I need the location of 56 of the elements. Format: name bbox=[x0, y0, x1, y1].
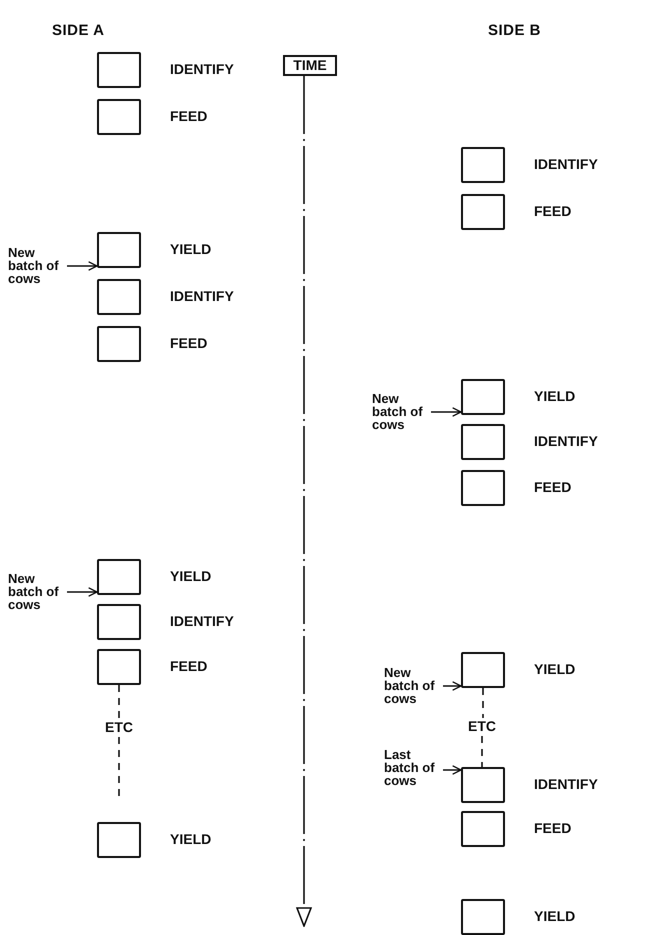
side-heading: SIDE A bbox=[52, 22, 104, 39]
step-box bbox=[97, 649, 141, 685]
step-label: FEED bbox=[534, 204, 572, 219]
step-label: IDENTIFY bbox=[170, 614, 234, 629]
step-box bbox=[97, 822, 141, 858]
step-label: IDENTIFY bbox=[170, 62, 234, 77]
step-box bbox=[461, 424, 505, 460]
step-box bbox=[461, 652, 505, 688]
step-label: FEED bbox=[170, 336, 208, 351]
step-box bbox=[461, 767, 505, 803]
step-label: IDENTIFY bbox=[534, 434, 598, 449]
batch-note: New batch of cows bbox=[8, 572, 70, 611]
step-label: IDENTIFY bbox=[534, 157, 598, 172]
batch-note: Last batch of cows bbox=[384, 748, 446, 787]
time-label-box: TIME bbox=[283, 55, 337, 76]
arrow bbox=[67, 587, 98, 597]
step-label: YIELD bbox=[170, 242, 212, 257]
batch-note: New batch of cows bbox=[8, 246, 70, 285]
side-heading: SIDE B bbox=[488, 22, 542, 39]
batch-note: New batch of cows bbox=[384, 666, 446, 705]
time-axis-arrow bbox=[296, 76, 312, 927]
step-label: FEED bbox=[534, 821, 572, 836]
step-label: FEED bbox=[170, 109, 208, 124]
dashed-connector bbox=[482, 688, 484, 718]
step-box bbox=[97, 279, 141, 315]
step-box bbox=[461, 147, 505, 183]
batch-note: New batch of cows bbox=[372, 392, 434, 431]
step-label: YIELD bbox=[534, 662, 576, 677]
step-box bbox=[461, 379, 505, 415]
arrow bbox=[67, 261, 98, 271]
step-label: YIELD bbox=[534, 389, 576, 404]
step-box bbox=[97, 326, 141, 362]
step-box bbox=[97, 52, 141, 88]
step-box bbox=[97, 604, 141, 640]
step-label: YIELD bbox=[170, 832, 212, 847]
step-box bbox=[461, 811, 505, 847]
step-label: FEED bbox=[170, 659, 208, 674]
arrow bbox=[443, 765, 462, 775]
dashed-connector bbox=[118, 685, 120, 719]
step-box bbox=[461, 470, 505, 506]
arrow bbox=[443, 681, 462, 691]
step-box bbox=[461, 899, 505, 935]
step-label: YIELD bbox=[170, 569, 212, 584]
step-box bbox=[97, 559, 141, 595]
step-label: IDENTIFY bbox=[170, 289, 234, 304]
arrow bbox=[431, 407, 462, 417]
step-box bbox=[97, 232, 141, 268]
etc-text: ETC bbox=[103, 720, 135, 735]
step-label: IDENTIFY bbox=[534, 777, 598, 792]
step-box bbox=[461, 194, 505, 230]
step-label: YIELD bbox=[534, 909, 576, 924]
step-label: FEED bbox=[534, 480, 572, 495]
dashed-connector bbox=[481, 736, 483, 767]
dashed-connector bbox=[118, 737, 120, 797]
etc-text: ETC bbox=[466, 719, 498, 734]
step-box bbox=[97, 99, 141, 135]
